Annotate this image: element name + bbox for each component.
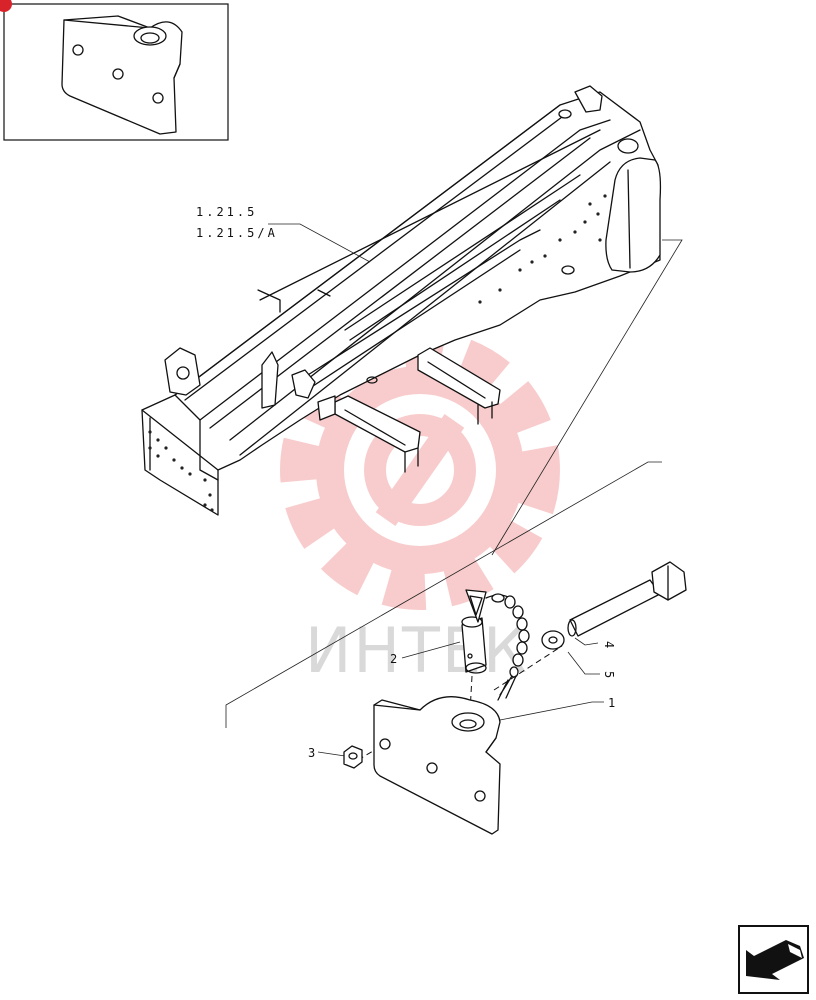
leader-lines [225,223,683,757]
inset-thumbnail[interactable] [0,0,229,141]
reference-label-1: 1.21.5 [196,205,257,219]
chain-part [485,593,530,701]
bolt-part-4[interactable] [567,561,687,637]
frame-holes [148,194,607,512]
callout-1: 1 [608,696,615,710]
reference-label-2: 1.21.5/A [196,226,278,240]
bracket-part-1[interactable] [373,696,501,835]
pin-part-2[interactable] [461,589,487,674]
next-page-arrow-icon[interactable] [738,925,809,994]
cross-member-rear [417,347,501,425]
washer-part-5[interactable] [541,630,565,650]
callout-3: 3 [308,746,315,760]
bolt-axis-line [493,645,563,691]
callout-4: 4 [602,641,616,648]
nut-part-3[interactable] [343,745,363,769]
watermark-text: ИНТЕК [305,614,529,687]
chassis-frame [141,85,662,516]
callout-2: 2 [390,652,397,666]
cross-member-front [317,395,421,473]
callout-5: 5 [602,671,616,678]
